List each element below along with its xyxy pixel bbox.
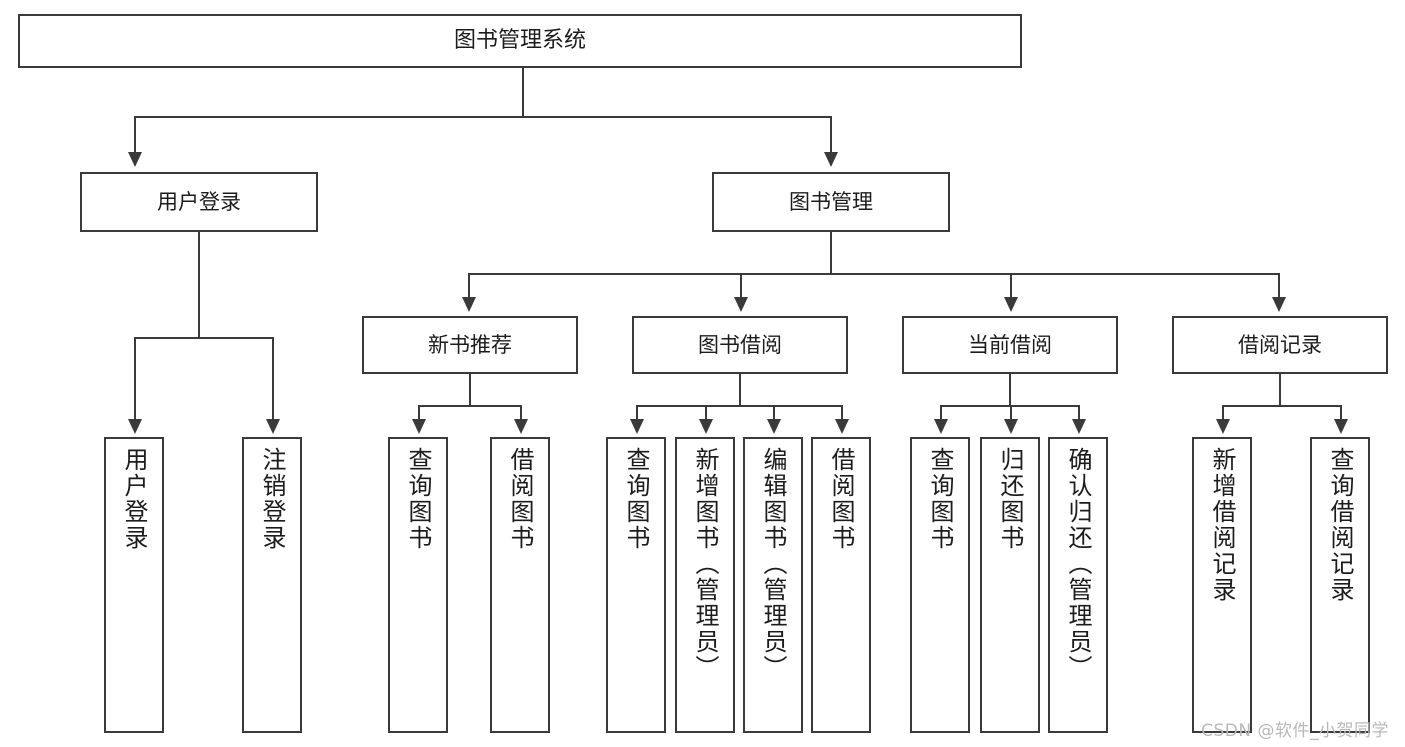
connector-user-login-stem [198,232,200,337]
leaf-edit-book-admin[interactable]: 编辑图书（管理员） [743,437,803,733]
connector-user-login-drop-2 [272,337,274,421]
node-label: 借阅图书 [827,447,855,551]
arrowhead-level3-4 [1272,297,1286,312]
node-label: 查询图书 [622,447,650,551]
connector-current-borrow-drop-2 [1010,405,1012,421]
node-label: 编辑图书（管理员） [759,447,787,681]
connector-root-stem [522,68,524,116]
leaf-query-borrow-record[interactable]: 查询借阅记录 [1310,437,1370,733]
node-label: 借阅记录 [1238,332,1322,357]
arrowhead-borrow-record-1 [1216,419,1230,434]
node-label: 确认归还（管理员） [1064,447,1092,681]
connector-new-book-bus [418,405,522,407]
arrowhead-current-borrow-1 [934,419,948,434]
connector-level2-drop-1 [134,116,136,154]
node-borrow-record[interactable]: 借阅记录 [1172,316,1388,374]
connector-level3-drop-4 [1278,273,1280,299]
node-label: 归还图书 [996,447,1024,551]
connector-book-borrow-bus [636,405,842,407]
node-label: 新增图书（管理员） [691,447,719,681]
leaf-add-borrow-record[interactable]: 新增借阅记录 [1192,437,1252,733]
connector-level2-drop-2 [830,116,832,154]
leaf-confirm-return-admin[interactable]: 确认归还（管理员） [1048,437,1108,733]
connector-user-login-drop-1 [134,337,136,421]
connector-level2-bus [134,116,832,118]
connector-current-borrow-drop-3 [1078,405,1080,421]
connector-new-book-drop-1 [418,405,420,421]
arrowhead-user-login-2 [266,419,280,434]
leaf-logout[interactable]: 注销登录 [242,437,302,733]
arrowhead-current-borrow-3 [1072,419,1086,434]
arrowhead-new-book-2 [514,419,528,434]
connector-level3-bus [468,273,1280,275]
connector-borrow-record-drop-1 [1222,405,1224,421]
node-label: 查询借阅记录 [1326,447,1354,603]
arrowhead-book-borrow-1 [630,419,644,434]
node-label: 新增借阅记录 [1208,447,1236,603]
node-label: 图书借阅 [698,332,782,357]
connector-new-book-stem [469,374,471,405]
node-current-borrow[interactable]: 当前借阅 [902,316,1118,374]
connector-book-borrow-drop-2 [705,405,707,421]
connector-current-borrow-stem [1009,374,1011,405]
node-label: 图书管理系统 [453,28,586,54]
node-user-login[interactable]: 用户登录 [80,172,318,232]
connector-borrow-record-stem [1279,374,1281,405]
arrowhead-book-borrow-2 [699,419,713,434]
arrowhead-level3-3 [1004,297,1018,312]
node-label: 用户登录 [157,189,241,214]
connector-book-borrow-stem [739,374,741,405]
arrowhead-book-borrow-3 [767,419,781,434]
arrowhead-new-book-1 [412,419,426,434]
node-new-book-recommend[interactable]: 新书推荐 [362,316,578,374]
connector-borrow-record-drop-2 [1340,405,1342,421]
node-label: 查询图书 [926,447,954,551]
node-label: 借阅图书 [506,447,534,551]
connector-level3-drop-1 [468,273,470,299]
node-book-management[interactable]: 图书管理 [712,172,950,232]
connector-borrow-record-bus [1222,405,1342,407]
arrowhead-user-login-1 [128,419,142,434]
arrowhead-level2-2 [824,152,838,167]
connector-book-management-stem [830,232,832,273]
leaf-user-login[interactable]: 用户登录 [104,437,164,733]
arrowhead-level3-1 [462,297,476,312]
node-book-borrow[interactable]: 图书借阅 [632,316,848,374]
arrowhead-current-borrow-2 [1004,419,1018,434]
connector-user-login-bus [134,337,272,339]
leaf-query-book-current[interactable]: 查询图书 [910,437,970,733]
arrowhead-book-borrow-4 [835,419,849,434]
connector-level3-drop-2 [740,273,742,299]
node-label: 新书推荐 [428,332,512,357]
node-label: 图书管理 [789,189,873,214]
leaf-add-book-admin[interactable]: 新增图书（管理员） [675,437,735,733]
leaf-query-book-recommend[interactable]: 查询图书 [388,437,448,733]
connector-new-book-drop-2 [520,405,522,421]
arrowhead-borrow-record-2 [1334,419,1348,434]
arrowhead-level2-1 [128,152,142,167]
node-book-management-system[interactable]: 图书管理系统 [18,14,1022,68]
connector-book-borrow-drop-1 [636,405,638,421]
node-label: 用户登录 [120,447,148,551]
leaf-return-book[interactable]: 归还图书 [980,437,1040,733]
node-label: 注销登录 [258,447,286,551]
connector-book-borrow-drop-4 [841,405,843,421]
connector-current-borrow-drop-1 [940,405,942,421]
arrowhead-level3-2 [734,297,748,312]
connector-level3-drop-3 [1010,273,1012,299]
leaf-borrow-book[interactable]: 借阅图书 [811,437,871,733]
leaf-borrow-book-recommend[interactable]: 借阅图书 [490,437,550,733]
connector-book-borrow-drop-3 [773,405,775,421]
node-label: 当前借阅 [968,332,1052,357]
leaf-query-book-borrow[interactable]: 查询图书 [606,437,666,733]
node-label: 查询图书 [404,447,432,551]
